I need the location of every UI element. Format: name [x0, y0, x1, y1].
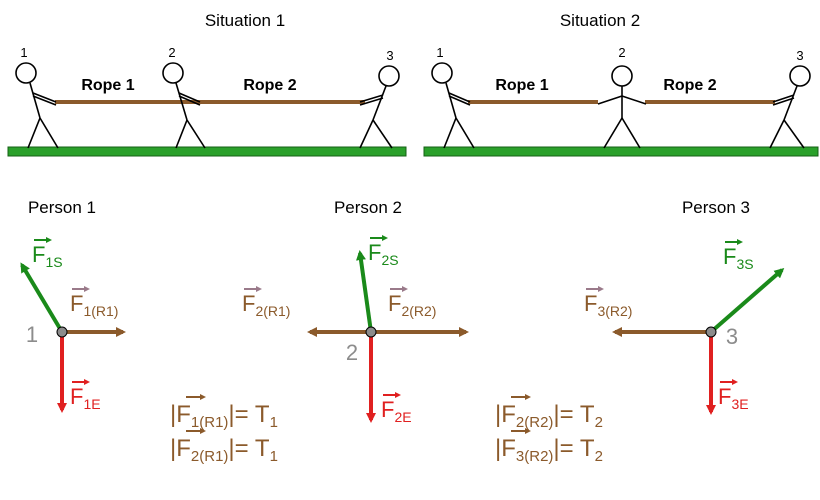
- force-label-2r1: F2(R1): [242, 286, 290, 319]
- force-label-3s: F3S: [723, 239, 754, 272]
- point-label: 2: [346, 340, 358, 365]
- ground: [423, 146, 819, 157]
- svg-text:F1E: F1E: [70, 384, 101, 412]
- svg-text:F3E: F3E: [718, 384, 749, 412]
- person-number-1: 1: [436, 45, 443, 60]
- svg-text:F2E: F2E: [381, 397, 412, 425]
- stick-figure-2: [162, 62, 206, 149]
- force-label-3e: F3E: [718, 379, 749, 412]
- svg-text:F2S: F2S: [368, 240, 399, 268]
- stick-figure-3: [769, 65, 811, 149]
- point-label: 1: [26, 322, 38, 347]
- stick-figure-1: [15, 62, 59, 149]
- force-label-1s: F1S: [32, 237, 63, 270]
- force-label-1e: F1E: [70, 379, 101, 412]
- person-3-title: Person 3: [682, 198, 750, 217]
- rope-2-label: Rope 2: [663, 77, 716, 94]
- person-number-2: 2: [618, 45, 625, 60]
- person-number-3: 3: [386, 48, 393, 63]
- rope-1-label: Rope 1: [495, 77, 548, 94]
- force-label-1r1: F1(R1): [70, 286, 118, 319]
- force-label-3r2: F3(R2): [584, 286, 632, 319]
- force-label-2r2: F2(R2): [388, 286, 436, 319]
- free-body-diagram-person-3: Person 3 3 F3S F3(R2) F3E: [584, 198, 785, 415]
- rope-2-label: Rope 2: [243, 77, 296, 94]
- person-2-title: Person 2: [334, 198, 402, 217]
- svg-text:F3S: F3S: [723, 244, 754, 272]
- force-label-2s: F2S: [368, 235, 399, 268]
- point-label: 3: [726, 324, 738, 349]
- support-force-arrow: [709, 268, 785, 334]
- stick-figure-1: [431, 62, 475, 149]
- equations-left: |F1(R1)|= T1 |F2(R1)|= T1: [170, 394, 278, 465]
- equation-4: |F3(R2)|= T2: [495, 435, 603, 465]
- svg-text:F2(R2): F2(R2): [388, 291, 436, 319]
- situation-1-title: Situation 1: [205, 11, 285, 30]
- support-force-arrow: [356, 250, 373, 333]
- person-number-3: 3: [796, 48, 803, 63]
- equation-2: |F2(R1)|= T1: [170, 435, 278, 465]
- equation-1: |F1(R1)|= T1: [170, 401, 278, 431]
- free-body-diagram-person-1: Person 1 1 F1S F1(R1) F1E: [20, 198, 126, 413]
- rope-1-label: Rope 1: [81, 77, 134, 94]
- svg-text:F3(R2): F3(R2): [584, 291, 632, 319]
- situation-2: Situation 2 Rope 1 Rope 2 1 2: [423, 11, 819, 157]
- ground: [7, 146, 407, 157]
- person-number-2: 2: [168, 45, 175, 60]
- svg-text:F1S: F1S: [32, 242, 63, 270]
- force-label-2e: F2E: [381, 392, 412, 425]
- svg-text:F2(R1): F2(R1): [242, 291, 290, 319]
- stick-figure-3: [359, 65, 400, 149]
- stick-figure-2: [597, 65, 647, 149]
- point-mass: [705, 326, 717, 338]
- person-1-title: Person 1: [28, 198, 96, 217]
- situation-2-title: Situation 2: [560, 11, 640, 30]
- equation-3: |F2(R2)|= T2: [495, 401, 603, 431]
- point-mass: [365, 326, 377, 338]
- svg-text:F1(R1): F1(R1): [70, 291, 118, 319]
- point-mass: [56, 326, 68, 338]
- equations-right: |F2(R2)|= T2 |F3(R2)|= T2: [495, 394, 603, 465]
- free-body-diagram-person-2: Person 2 2 F2S F2(R1) F2(R2) F2E: [242, 198, 469, 425]
- person-number-1: 1: [20, 45, 27, 60]
- support-force-arrow: [20, 262, 64, 334]
- situation-1: Situation 1 Rope 1 Rope 2 1 2: [7, 11, 407, 157]
